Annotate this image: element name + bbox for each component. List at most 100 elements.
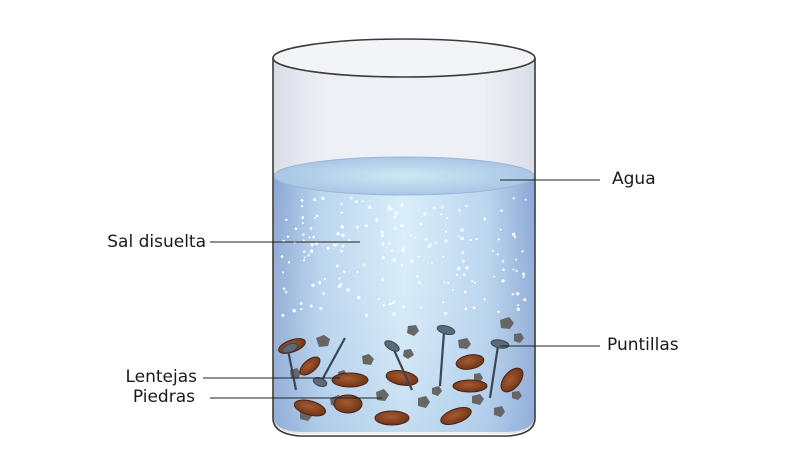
salt-dot — [281, 314, 285, 317]
salt-dot — [301, 216, 304, 219]
lentil-icon — [455, 354, 485, 370]
salt-dot — [387, 205, 392, 209]
salt-dot — [381, 278, 385, 282]
salt-dot — [460, 228, 464, 232]
salt-dot — [424, 238, 428, 241]
salt-dot — [461, 251, 465, 255]
salt-dot — [388, 302, 392, 306]
salt-dot — [392, 258, 396, 262]
salt-dot — [501, 279, 505, 283]
salt-dot — [307, 254, 310, 257]
salt-dot — [447, 281, 450, 284]
salt-dot — [430, 261, 433, 264]
salt-dot — [287, 261, 291, 264]
salt-dot — [382, 303, 386, 307]
salt-dot — [401, 249, 405, 253]
salt-dot — [465, 266, 469, 270]
salt-dot — [511, 232, 516, 237]
stone-icon — [432, 386, 442, 396]
salt-dot — [463, 273, 466, 277]
salt-dot — [457, 235, 460, 238]
salt-dot — [472, 306, 476, 310]
salt-dot — [515, 269, 518, 273]
salt-dot — [444, 230, 447, 233]
label-sal-disuelta: Sal disuelta — [107, 232, 206, 252]
salt-dot — [281, 271, 284, 274]
salt-dot — [326, 246, 330, 250]
salt-dot — [319, 307, 323, 310]
salt-dot — [416, 275, 419, 278]
salt-dot — [521, 250, 524, 253]
salt-dot — [523, 298, 527, 302]
salt-dot — [310, 243, 314, 247]
salt-dot — [321, 196, 325, 200]
salt-dot — [493, 275, 495, 278]
salt-dot — [354, 200, 358, 203]
salt-dot — [341, 233, 345, 238]
salt-dot — [340, 225, 345, 229]
salt-dot — [497, 238, 500, 241]
salt-dot — [409, 234, 412, 237]
lentil-icon — [299, 356, 321, 376]
salt-dot — [513, 235, 517, 239]
salt-dot — [452, 288, 454, 291]
salt-dot — [417, 255, 420, 258]
stone-icon — [407, 325, 419, 336]
salt-dot — [464, 307, 468, 311]
salt-dot — [381, 233, 385, 238]
salt-dot — [364, 224, 368, 228]
nail-icon — [281, 342, 299, 391]
salt-dot — [335, 243, 338, 246]
salt-dot — [456, 266, 461, 271]
salt-dot — [516, 292, 520, 296]
salt-dot — [381, 256, 385, 260]
stone-icon — [472, 394, 484, 405]
stone-icon — [458, 338, 471, 349]
nail-icon — [384, 340, 414, 391]
salt-dot — [402, 305, 406, 309]
salt-dot — [300, 308, 303, 311]
salt-dot — [502, 268, 505, 272]
salt-dot — [356, 225, 359, 229]
salt-dot — [302, 239, 305, 242]
salt-dot — [356, 270, 359, 273]
salt-dot — [357, 295, 361, 300]
lentil-icon — [440, 406, 472, 426]
salt-dot — [282, 287, 286, 291]
salt-dot — [303, 250, 306, 253]
salt-dot — [511, 293, 515, 296]
label-puntillas: Puntillas — [607, 335, 679, 355]
salt-dot — [521, 272, 526, 276]
salt-dot — [414, 236, 417, 239]
salt-dot — [341, 244, 345, 248]
salt-dot — [475, 237, 478, 241]
salt-dot — [311, 283, 315, 287]
salt-dot — [516, 307, 520, 311]
salt-dot — [441, 205, 444, 209]
salt-dot — [308, 236, 311, 239]
salt-dot — [410, 259, 414, 264]
salt-dot — [380, 230, 384, 234]
salt-dot — [469, 239, 472, 242]
salt-dot — [423, 212, 427, 216]
salt-dot — [394, 211, 399, 215]
stone-icon — [403, 349, 414, 359]
stone-icon — [362, 354, 374, 365]
salt-dot — [340, 202, 343, 206]
salt-dot — [309, 227, 313, 230]
salt-dot — [368, 205, 372, 209]
salt-dot — [303, 256, 306, 259]
salt-dot — [284, 291, 288, 294]
salt-dot — [314, 216, 317, 219]
water-surface — [273, 156, 535, 196]
salt-dot — [461, 259, 465, 263]
salt-dot — [315, 214, 319, 217]
salt-dot — [381, 242, 385, 246]
salt-dot — [444, 239, 448, 243]
salt-dot — [333, 243, 336, 247]
salt-dot — [491, 249, 494, 252]
salt-dot — [301, 205, 304, 208]
salt-dot — [393, 226, 397, 230]
